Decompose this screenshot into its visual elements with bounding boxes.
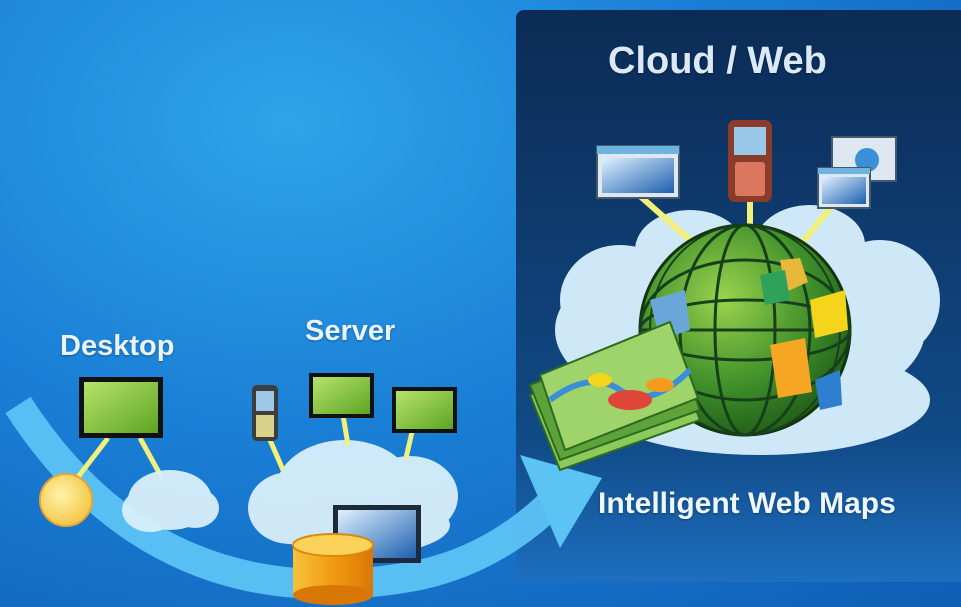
browser-window-icon bbox=[596, 145, 680, 199]
cloud-icon bbox=[122, 470, 219, 532]
server-monitor-icon bbox=[309, 373, 374, 418]
server-label: Server bbox=[305, 315, 396, 347]
database-icon bbox=[292, 533, 374, 605]
cloud-web-title: Cloud / Web bbox=[608, 40, 827, 82]
mobile-phone-icon bbox=[728, 120, 772, 202]
desktop-label: Desktop bbox=[60, 330, 175, 362]
desktop-monitor-icon bbox=[79, 377, 163, 438]
sun-icon bbox=[39, 473, 93, 527]
server-group bbox=[248, 373, 458, 605]
browser-window-stack-icon bbox=[817, 136, 897, 209]
globe-group bbox=[528, 120, 940, 472]
desktop-group bbox=[39, 377, 219, 532]
map-layers-icon bbox=[528, 320, 702, 472]
intelligent-web-maps-label: Intelligent Web Maps bbox=[598, 487, 896, 520]
phone-icon bbox=[252, 385, 278, 441]
server-monitor-icon-2 bbox=[392, 387, 457, 433]
